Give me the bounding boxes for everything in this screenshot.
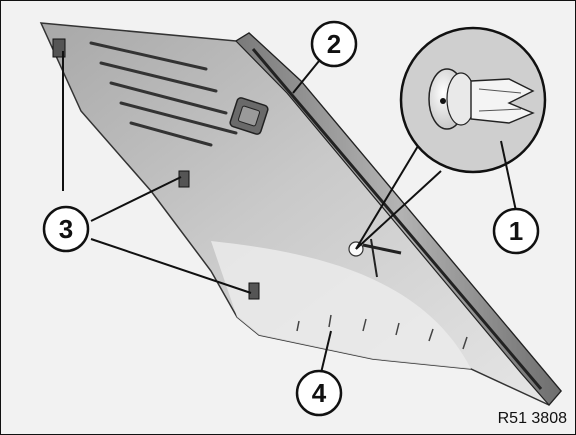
panel-ribs [89, 41, 238, 147]
callout-3: 3 [42, 205, 90, 253]
callout-1-label: 1 [509, 216, 523, 246]
callout-3-label: 3 [59, 214, 73, 244]
callout-2: 2 [310, 20, 358, 68]
panel-connector [229, 97, 269, 135]
callout-leaders [62, 51, 517, 374]
reference-code: R51 3808 [497, 410, 567, 427]
edge-strip-line [251, 48, 543, 390]
panel-lower-region [211, 241, 471, 369]
callout-1: 1 [492, 207, 540, 255]
callout-2-label: 2 [327, 29, 341, 59]
clip-detail-view [399, 26, 547, 174]
callout-4-label: 4 [312, 378, 327, 408]
callout-4: 4 [295, 369, 343, 417]
mount-point-lower [248, 282, 260, 300]
detail-pointer-lines [355, 140, 442, 250]
mount-point-middle [178, 170, 190, 188]
lower-edge-ticks [296, 314, 468, 350]
